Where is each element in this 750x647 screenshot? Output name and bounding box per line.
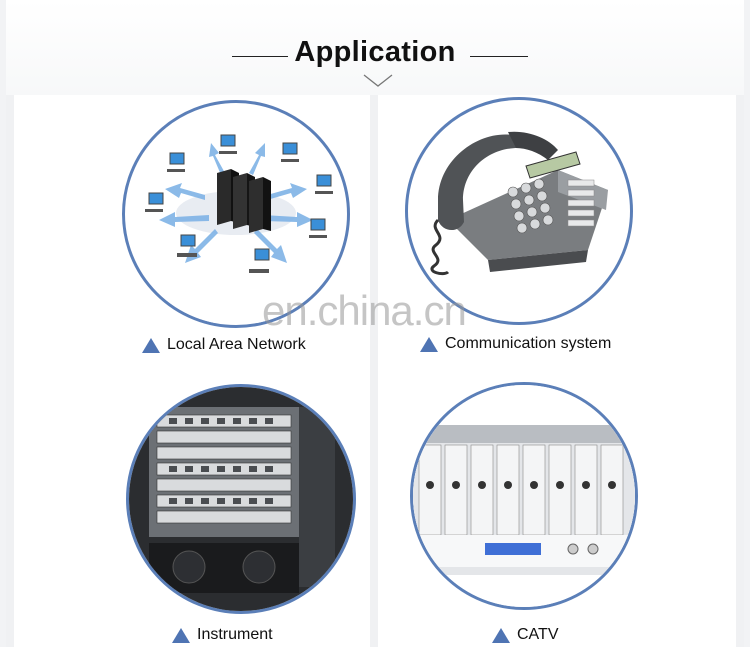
caption-instrument-text: Instrument: [197, 626, 273, 643]
chevron-down-icon: [363, 74, 393, 87]
section-title: Application: [294, 36, 456, 68]
caption-lan: Local Area Network: [142, 336, 306, 354]
caption-catv-text: CATV: [517, 626, 559, 643]
caption-communication-text: Communication system: [445, 335, 612, 352]
triangle-bullet-icon: [492, 627, 510, 643]
column-separator-center: [370, 95, 378, 647]
catv-chassis-image: [410, 382, 638, 610]
section-header: Application: [0, 0, 750, 100]
title-rule-left: [232, 56, 288, 57]
triangle-bullet-icon: [142, 337, 160, 353]
image-fade: [408, 280, 630, 320]
triangle-bullet-icon: [172, 627, 190, 643]
triangle-bullet-icon: [420, 336, 438, 352]
telephone-image: [405, 97, 633, 325]
watermark-text: en.china.cn: [262, 287, 467, 334]
caption-lan-text: Local Area Network: [167, 336, 306, 353]
title-rule-right: [470, 56, 528, 57]
image-fade: [125, 283, 347, 323]
header-band: [6, 0, 744, 95]
caption-catv: CATV: [492, 626, 558, 644]
caption-communication: Communication system: [420, 335, 611, 353]
column-separator-left: [6, 95, 14, 647]
network-diagram-image: [122, 100, 350, 328]
column-separator-right: [736, 95, 744, 647]
rack-equipment-image: [126, 384, 356, 614]
caption-instrument: Instrument: [172, 626, 273, 644]
